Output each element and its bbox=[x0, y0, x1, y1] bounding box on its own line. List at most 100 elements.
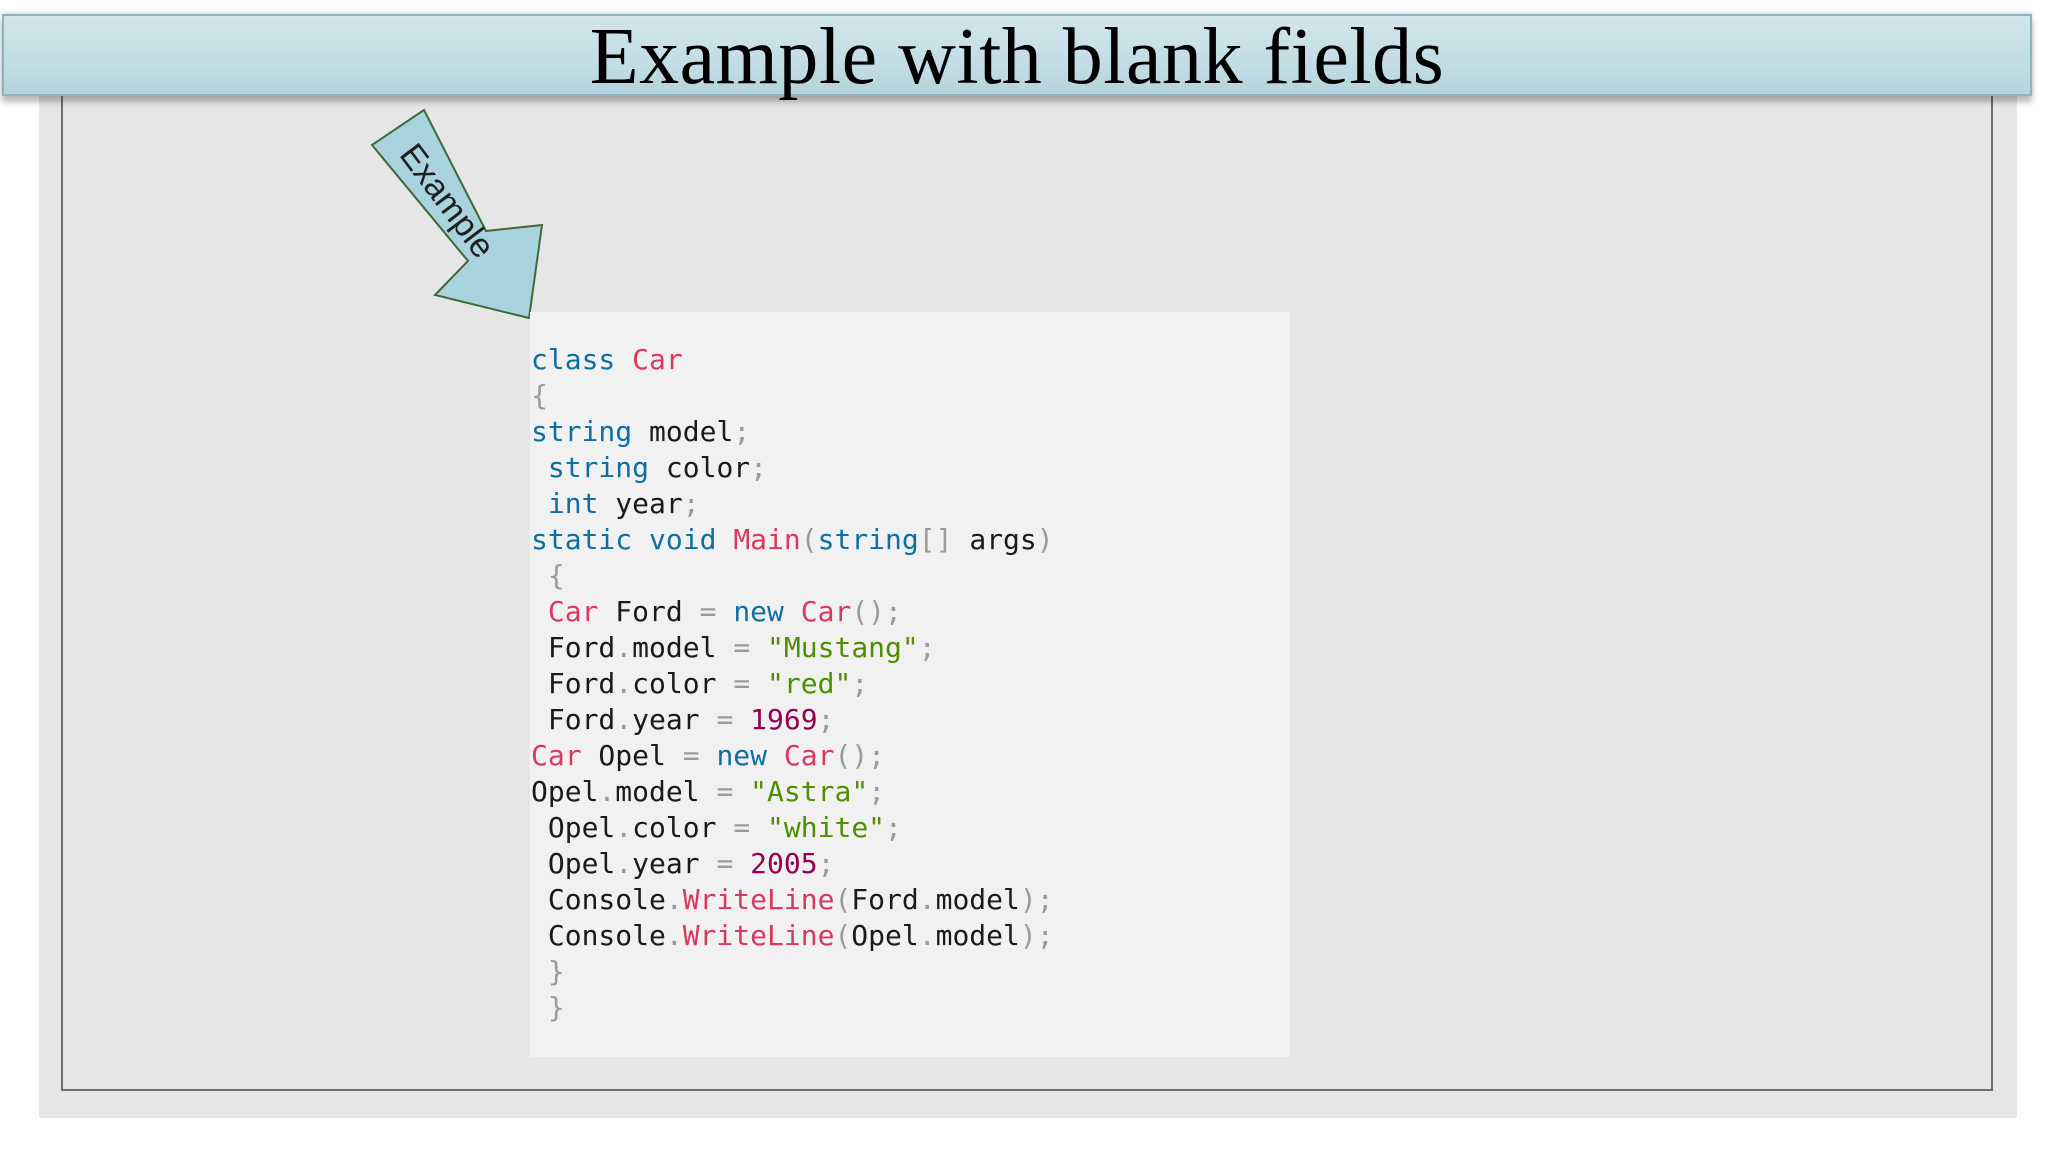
code-number: 1969 bbox=[750, 703, 818, 736]
code-punctuation: . bbox=[598, 775, 616, 808]
code-punctuation: [] bbox=[918, 523, 953, 556]
code-block: class Car{string model; string color; in… bbox=[531, 342, 1054, 1026]
code-punctuation: ; bbox=[885, 811, 902, 844]
code-line: { bbox=[531, 378, 1054, 414]
code-identifier: Console bbox=[531, 883, 666, 916]
code-method: Main bbox=[733, 523, 801, 556]
code-identifier bbox=[733, 703, 750, 736]
code-identifier bbox=[750, 811, 767, 844]
arrow-shape bbox=[370, 108, 544, 320]
code-punctuation: { bbox=[531, 379, 548, 412]
code-identifier bbox=[531, 991, 548, 1024]
code-punctuation: (); bbox=[851, 595, 902, 628]
down-right-arrow-icon bbox=[370, 108, 544, 320]
code-punctuation: ; bbox=[733, 415, 751, 448]
code-punctuation: = bbox=[733, 667, 751, 700]
code-identifier bbox=[632, 523, 649, 556]
code-punctuation: ; bbox=[817, 703, 835, 736]
code-punctuation: . bbox=[665, 919, 683, 952]
code-punctuation: { bbox=[547, 559, 565, 592]
code-punctuation: ; bbox=[682, 487, 700, 520]
code-punctuation: ( bbox=[834, 919, 852, 952]
code-identifier: Console bbox=[531, 919, 666, 952]
code-type: Car bbox=[800, 595, 852, 628]
code-line: int year; bbox=[531, 486, 1054, 522]
code-line: static void Main(string[] args) bbox=[531, 522, 1054, 558]
code-punctuation: ); bbox=[1019, 919, 1054, 952]
code-keyword: string bbox=[547, 451, 650, 484]
code-punctuation: ; bbox=[750, 451, 768, 484]
title-banner: Example with blank fields bbox=[2, 14, 2032, 98]
code-identifier: model bbox=[935, 883, 1020, 916]
code-string: "Mustang" bbox=[767, 631, 919, 664]
code-keyword: static bbox=[531, 523, 633, 556]
code-line: string color; bbox=[531, 450, 1054, 486]
code-line: Console.WriteLine(Opel.model); bbox=[531, 918, 1054, 954]
code-punctuation: ( bbox=[800, 523, 818, 556]
code-identifier: Opel bbox=[581, 739, 683, 772]
code-keyword: new bbox=[733, 595, 784, 628]
code-identifier: year bbox=[598, 487, 683, 520]
code-number: 2005 bbox=[750, 847, 818, 880]
code-punctuation: = bbox=[682, 739, 700, 772]
code-identifier: Opel bbox=[851, 919, 919, 952]
code-line: Opel.color = "white"; bbox=[531, 810, 1054, 846]
code-identifier bbox=[531, 595, 548, 628]
code-identifier bbox=[733, 775, 750, 808]
code-panel bbox=[530, 312, 1290, 1057]
code-keyword: class bbox=[531, 343, 616, 376]
code-punctuation: . bbox=[918, 883, 936, 916]
code-punctuation: . bbox=[665, 883, 683, 916]
code-identifier bbox=[615, 343, 632, 376]
code-identifier: color bbox=[649, 451, 751, 484]
code-identifier bbox=[531, 487, 548, 520]
code-type: Car bbox=[783, 739, 835, 772]
code-line: Ford.year = 1969; bbox=[531, 702, 1054, 738]
code-punctuation: = bbox=[699, 595, 717, 628]
code-identifier bbox=[750, 667, 767, 700]
code-punctuation: . bbox=[918, 919, 936, 952]
code-string: "red" bbox=[767, 667, 852, 700]
code-identifier bbox=[767, 739, 784, 772]
code-method: WriteLine bbox=[682, 883, 835, 916]
code-keyword: void bbox=[649, 523, 717, 556]
code-identifier bbox=[700, 739, 717, 772]
code-identifier: model bbox=[632, 415, 734, 448]
code-identifier: Opel bbox=[531, 811, 616, 844]
code-identifier: Ford bbox=[598, 595, 700, 628]
code-type: Car bbox=[547, 595, 599, 628]
code-line: Car Ford = new Car(); bbox=[531, 594, 1054, 630]
code-identifier bbox=[733, 847, 750, 880]
code-punctuation: = bbox=[733, 811, 751, 844]
code-line: } bbox=[531, 954, 1054, 990]
code-punctuation: ; bbox=[868, 775, 886, 808]
code-punctuation: . bbox=[615, 703, 633, 736]
code-punctuation: ) bbox=[1036, 523, 1054, 556]
code-identifier bbox=[531, 955, 548, 988]
code-identifier: color bbox=[632, 667, 734, 700]
code-keyword: string bbox=[531, 415, 633, 448]
code-identifier: year bbox=[632, 847, 717, 880]
code-type: Car bbox=[531, 739, 582, 772]
code-punctuation: } bbox=[547, 991, 565, 1024]
code-punctuation: = bbox=[733, 631, 751, 664]
code-punctuation: . bbox=[615, 631, 633, 664]
code-identifier: Opel bbox=[531, 847, 616, 880]
code-punctuation: = bbox=[716, 703, 734, 736]
code-line: Ford.model = "Mustang"; bbox=[531, 630, 1054, 666]
code-punctuation: . bbox=[615, 811, 633, 844]
code-line: } bbox=[531, 990, 1054, 1026]
code-line: class Car bbox=[531, 342, 1054, 378]
code-line: Ford.color = "red"; bbox=[531, 666, 1054, 702]
code-line: string model; bbox=[531, 414, 1054, 450]
code-line: Opel.year = 2005; bbox=[531, 846, 1054, 882]
code-line: Car Opel = new Car(); bbox=[531, 738, 1054, 774]
code-identifier bbox=[531, 451, 548, 484]
code-punctuation: (); bbox=[834, 739, 886, 772]
code-keyword: string bbox=[817, 523, 919, 556]
code-identifier: year bbox=[632, 703, 717, 736]
code-method: WriteLine bbox=[682, 919, 835, 952]
code-identifier bbox=[716, 595, 733, 628]
code-punctuation: ; bbox=[817, 847, 835, 880]
